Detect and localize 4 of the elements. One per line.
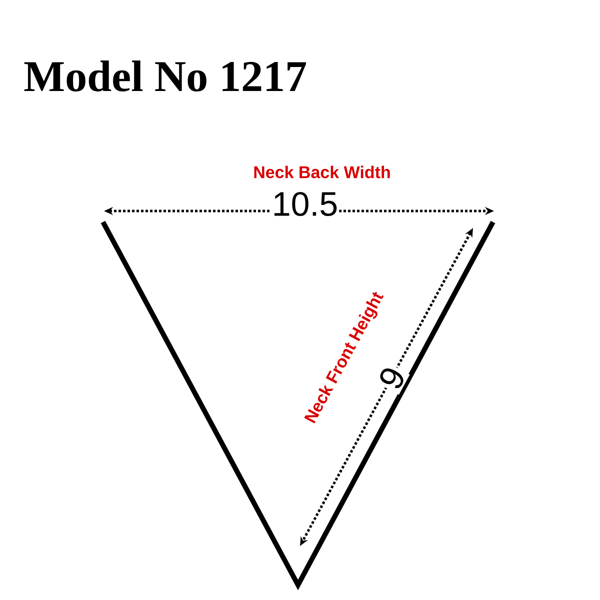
- dimension-value: 9: [374, 361, 410, 395]
- dimension-value: 10.5: [270, 190, 340, 218]
- title: Model No 1217: [24, 60, 306, 92]
- dimension-label: Neck Back Width: [254, 166, 390, 178]
